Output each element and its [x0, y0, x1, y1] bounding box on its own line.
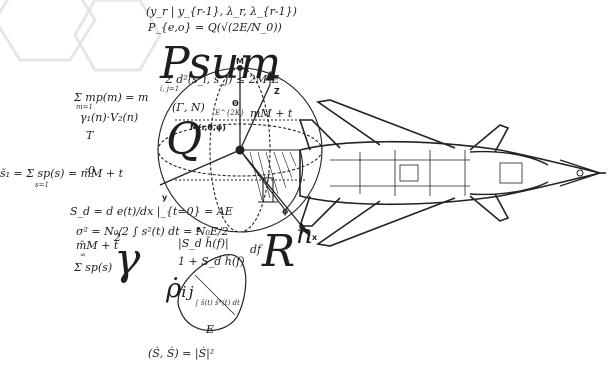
formula-r-big: R	[262, 226, 296, 277]
formula-e-letter: E	[206, 323, 215, 336]
formula-sdh: |S_d h̃(f)|	[178, 237, 229, 250]
formula-psum: Psum	[160, 38, 282, 89]
m-short-label: M	[236, 57, 244, 66]
formula-pe: P_{e,o} = Q(√(2E/N_0))	[148, 21, 282, 34]
theta-label: Θ	[232, 99, 239, 108]
formula-zero: 0	[88, 164, 95, 177]
epsilon-label: ε	[196, 225, 201, 234]
formula-fraction-2: 2	[114, 231, 121, 244]
formula-header: (y_r | y_{r-1}, λ_r, λ_{r-1})	[146, 5, 297, 18]
formula-e2k: E^{2K}	[215, 109, 245, 117]
z-axis-label: Z	[274, 87, 280, 96]
y-axis-label: y	[162, 193, 168, 202]
formula-m-eq-1: m=1	[76, 103, 93, 111]
formula-s-integral: ∫ ŝ(t) ŝ*(t) dt	[195, 299, 240, 307]
formula-infinity: ∞	[80, 251, 86, 259]
formula-sum-mp: Σ mp(m) = m	[74, 91, 149, 104]
formula-mm-approx: mM + t	[250, 107, 293, 120]
formula-t-var: T	[86, 129, 94, 142]
formula-sd: S_d = d e(t)/dx |_{t=0} = AE	[70, 205, 233, 218]
formula-gamma-big: γ	[114, 234, 141, 285]
formula-gamma-v: γ₁(n)·V₂(n)	[80, 111, 139, 124]
formula-ss: (Ṡ, Ṡ) = |Ṡ|²	[148, 347, 215, 360]
m-point-label: M(r,θ,φ)	[190, 123, 226, 132]
formula-rho: ρ̇ᵢⱼ	[166, 274, 194, 304]
x-axis-label: x	[312, 233, 318, 242]
formula-frac-bottom: 1 + S_d h̃(f)	[178, 255, 245, 268]
formula-sigma: σ² = N₀/2 ∫ s²(t) dt = N₀E/2	[76, 225, 229, 238]
phi-label: φ	[282, 207, 289, 216]
formula-s-bar: s̄₁ = Σ sp(s) = m̄M + t	[0, 167, 123, 180]
formula-q-letter: Q	[166, 114, 203, 165]
formula-sum-distance: Σ d²(s_i, s_j) ≤ 2M²E	[165, 73, 280, 86]
formula-gamma-n: (Γ, N)	[172, 101, 205, 114]
formula-s1: s=1	[35, 181, 49, 189]
formula-mm-t: m̄M + t	[76, 239, 119, 252]
formula-sum-bounds: i, j=1	[160, 85, 180, 93]
formula-n-letter: n	[296, 220, 313, 250]
formula-df: df	[250, 243, 262, 256]
formula-sum-sp: Σ sp(s)	[74, 261, 113, 274]
